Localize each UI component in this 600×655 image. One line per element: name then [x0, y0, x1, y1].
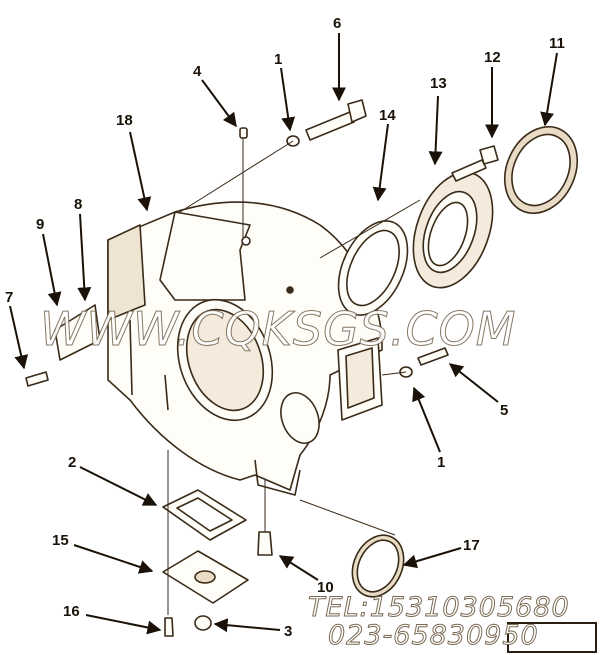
callout-5: 5	[500, 402, 509, 419]
bolt-6	[305, 99, 367, 141]
bracket-8	[54, 304, 101, 361]
callout-18: 18	[116, 112, 133, 129]
callout-4: 4	[193, 63, 202, 80]
callout-7: 7	[5, 289, 14, 306]
callout-1-lower: 1	[437, 454, 446, 471]
watermark-tel: TEL:15310305680	[308, 592, 570, 624]
watermark-phone: 023-65830950	[328, 620, 539, 652]
callout-2: 2	[68, 454, 77, 471]
callout-12: 12	[484, 49, 501, 66]
watermark-url: WWW.CQKSGS.COM	[40, 302, 517, 357]
cover-plate-15	[162, 550, 249, 604]
callout-11: 11	[549, 35, 565, 52]
capscrew-16	[164, 617, 174, 637]
plug-3	[194, 615, 212, 631]
bolt-5	[417, 347, 449, 366]
seal-carrier-13	[412, 171, 494, 289]
callout-16: 16	[63, 603, 80, 620]
callout-13: 13	[430, 75, 447, 92]
callout-17: 17	[463, 537, 480, 554]
dowel-4	[239, 127, 248, 139]
leader-arrows	[9, 33, 558, 635]
drain-plug-10	[257, 531, 273, 556]
flywheel-housing	[107, 201, 383, 496]
callout-8: 8	[74, 196, 83, 213]
oil-seal-11	[503, 125, 579, 215]
callout-9: 9	[36, 216, 45, 233]
callout-14: 14	[379, 107, 396, 124]
callout-10: 10	[317, 579, 334, 596]
gasket-14	[337, 220, 409, 316]
part-number-box	[507, 622, 597, 653]
callout-3: 3	[284, 623, 293, 640]
bolt-12	[451, 145, 499, 182]
seal-ring-17	[351, 534, 405, 598]
bolt-7	[25, 371, 49, 387]
callout-1: 1	[274, 51, 283, 68]
callout-6: 6	[333, 15, 342, 32]
cover-gasket-2	[162, 489, 247, 541]
callout-15: 15	[52, 532, 69, 549]
